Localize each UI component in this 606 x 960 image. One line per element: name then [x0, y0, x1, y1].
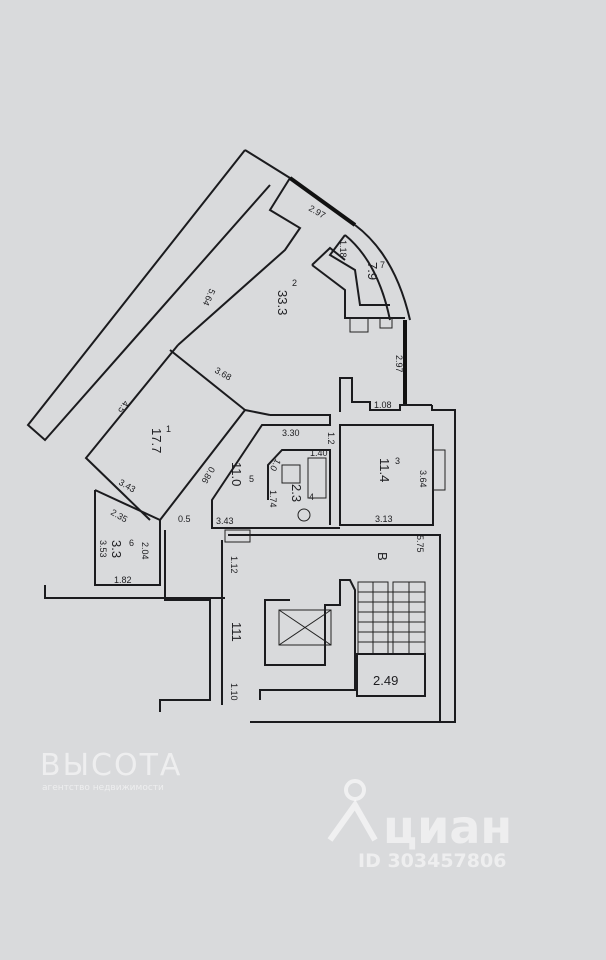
dim-hall-corner: 0.5 [178, 514, 191, 524]
room-4-area: 2.3 [289, 484, 304, 502]
room-3-area: 11.4 [377, 458, 392, 482]
stair-label: В [375, 552, 390, 561]
room-1-num: 1 [166, 424, 171, 434]
dim-room6-top: 2.35 [109, 507, 129, 524]
dim-room3-right: 3.64 [418, 470, 428, 488]
dim-corr-bottom: 1.10 [229, 683, 239, 701]
dim-hall-bottom: 3.43 [216, 516, 234, 526]
dim-room2-bottom: 3.68 [213, 365, 233, 382]
agency-sub-watermark: агентство недвижимости [42, 783, 164, 793]
room-7-area: 7.9 [365, 262, 380, 280]
location-pin-icon [327, 779, 378, 842]
landing-area: 2.49 [373, 673, 398, 688]
dim-room6-left: 3.53 [98, 540, 108, 558]
agency-watermark: ВЫСОТА [40, 748, 182, 783]
dim-room6-right: 2.04 [140, 542, 150, 560]
dim-bath-side: 1.74 [268, 490, 278, 508]
dim-bath-top: 1.40 [310, 448, 328, 458]
watermarks: ВЫСОТА агентство недвижимости циан ID 30… [40, 748, 512, 872]
dim-top-window: 2.97 [307, 203, 327, 220]
room-3-num: 3 [395, 456, 400, 466]
dim-bath-diag: 1.0 [268, 457, 283, 473]
dim-room2-left: 5.64 [201, 287, 217, 307]
room-4-num: 4 [309, 492, 314, 502]
dim-right-wall: 2.97 [394, 355, 404, 373]
dim-room6-bottom: 1.82 [114, 575, 132, 585]
corridor-area: 111 [229, 622, 244, 642]
cian-watermark: циан [383, 800, 512, 854]
dimension-labels: 2.97 1.18 5.64 3.68 2.97 1.08 3.30 1.2 1… [98, 203, 428, 700]
listing-id-watermark: ID 303457806 [358, 850, 506, 872]
dim-room1-left: 4.5 [116, 399, 131, 415]
stair-length: 5.75 [415, 535, 425, 553]
room-5-area: 11.0 [229, 462, 244, 486]
room-7-num: 7 [380, 260, 385, 270]
dim-hall-top: 3.30 [282, 428, 300, 438]
walls [26, 149, 456, 723]
room-1-area: 17.7 [149, 428, 164, 453]
room-5-num: 5 [249, 474, 254, 484]
dim-niche: 1.08 [374, 400, 392, 410]
stairs [357, 581, 426, 655]
dim-door-room1: 0.86 [200, 465, 217, 485]
room-6-area: 3.3 [109, 540, 124, 558]
dim-room3-bottom: 3.13 [375, 514, 393, 524]
room-2-num: 2 [292, 278, 297, 288]
room-labels: 33.3 7.9 17.7 11.0 11.4 2.3 3.3 2 7 1 5 … [109, 260, 425, 688]
dim-corr-top: 1.12 [229, 556, 239, 574]
dim-bay-door: 1.18 [338, 240, 348, 258]
dim-door-small: 1.2 [326, 432, 336, 445]
room-6-num: 6 [129, 538, 134, 548]
room-2-area: 33.3 [275, 290, 290, 315]
